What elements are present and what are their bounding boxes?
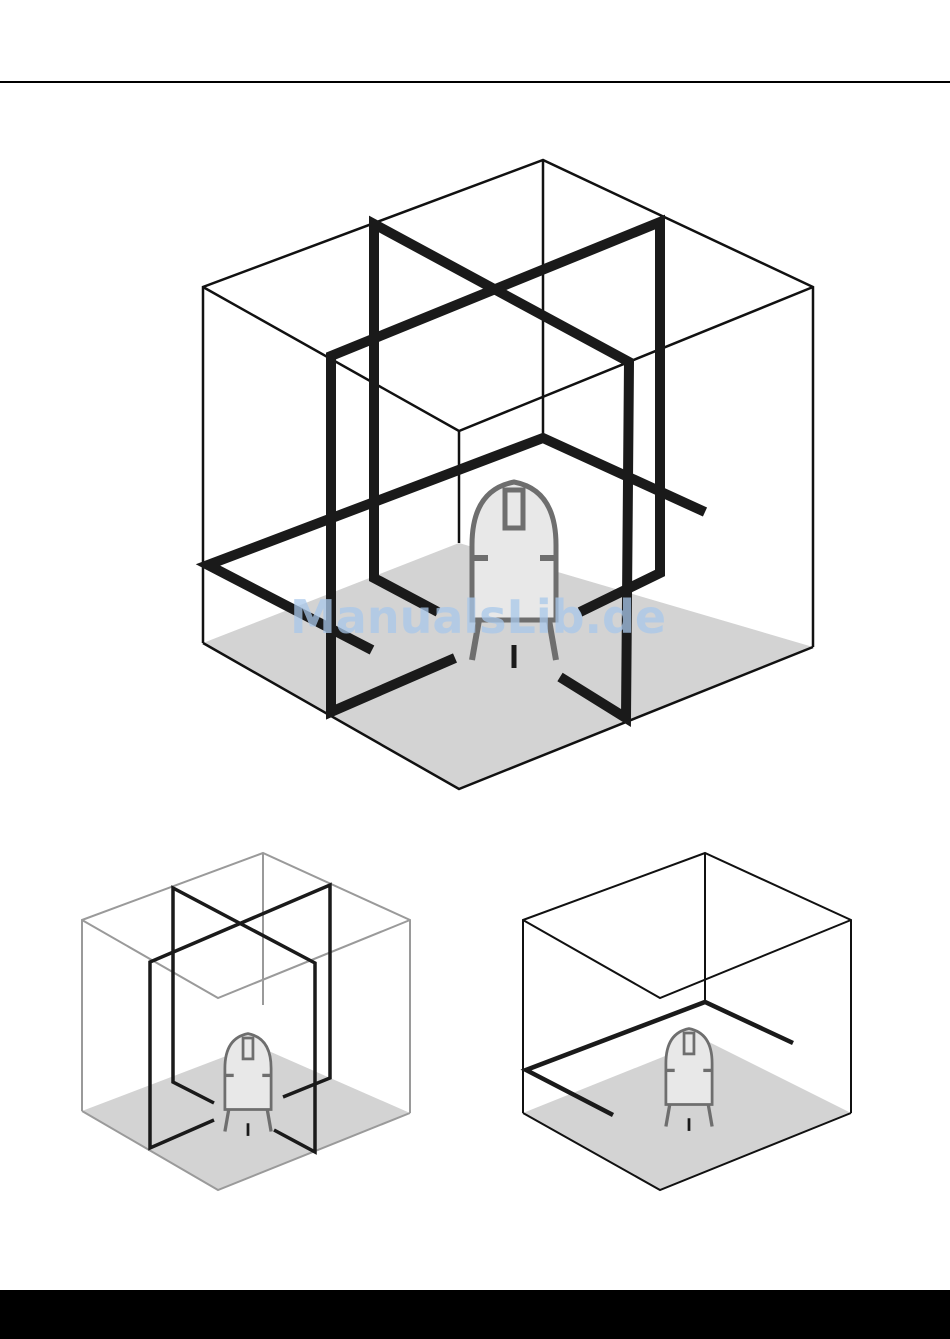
figure-3d-all-lines — [203, 160, 813, 789]
figure-horizontal-line — [523, 853, 851, 1190]
watermark: ManualsLib.de — [290, 590, 666, 644]
footer-bar — [0, 1290, 950, 1339]
figure-vertical-lines — [82, 853, 410, 1190]
